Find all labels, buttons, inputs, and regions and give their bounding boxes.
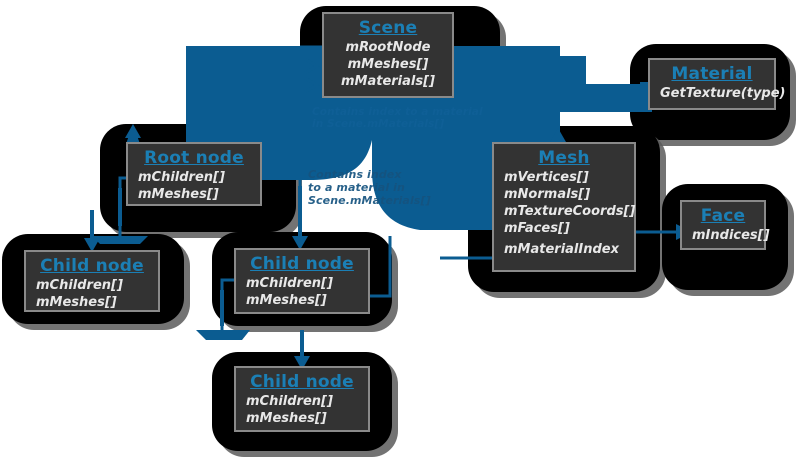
node-scene-field-0: mRootNode — [345, 40, 431, 55]
node-child-node-middle-field-1: mMeshes[] — [246, 293, 327, 308]
node-face[interactable]: Face mIndices[] — [680, 200, 770, 250]
node-mesh-field-2: mTextureCoords[] — [504, 204, 636, 219]
node-mesh[interactable]: Mesh mVertices[] mNormals[] mTextureCoor… — [492, 142, 636, 272]
node-material[interactable]: Material GetTexture(type) — [648, 58, 786, 110]
node-child-node-bottom[interactable]: Child node mChildren[] mMeshes[] — [234, 366, 370, 432]
node-child-node-bottom-field-0: mChildren[] — [246, 394, 333, 409]
node-child-node-left-title: Child node — [40, 256, 144, 276]
node-face-title: Face — [700, 206, 746, 226]
annotation-material-index: Contains index to a material in Scene.mM… — [312, 106, 483, 130]
node-child-node-left[interactable]: Child node mChildren[] mMeshes[] — [24, 250, 160, 312]
node-mesh-title: Mesh — [538, 148, 590, 168]
node-scene[interactable]: Scene mRootNode mMeshes[] mMaterials[] — [322, 12, 454, 98]
node-mesh-field-3: mFaces[] — [504, 221, 570, 236]
node-scene-field-2: mMaterials[] — [340, 74, 435, 89]
node-scene-field-1: mMeshes[] — [347, 57, 429, 72]
node-child-node-bottom-field-1: mMeshes[] — [246, 411, 327, 426]
node-child-node-middle[interactable]: Child node mChildren[] mMeshes[] — [234, 248, 370, 314]
node-child-node-bottom-title: Child node — [250, 372, 354, 392]
node-root-node[interactable]: Root node mChildren[] mMeshes[] — [126, 142, 262, 206]
node-mesh-field-4: mMaterialIndex — [504, 242, 619, 257]
node-root-node-title: Root node — [144, 148, 244, 168]
node-material-field-0: GetTexture(type) — [660, 86, 786, 101]
node-scene-title: Scene — [358, 18, 418, 38]
node-root-node-field-1: mMeshes[] — [138, 187, 219, 202]
node-child-node-middle-field-0: mChildren[] — [246, 276, 333, 291]
node-mesh-field-1: mNormals[] — [504, 187, 591, 202]
node-root-node-field-0: mChildren[] — [138, 170, 225, 185]
node-face-field-0: mIndices[] — [692, 228, 770, 243]
node-child-node-middle-title: Child node — [250, 254, 354, 274]
node-child-node-left-field-0: mChildren[] — [36, 278, 123, 293]
node-mesh-field-0: mVertices[] — [504, 170, 589, 185]
node-material-title: Material — [671, 64, 753, 84]
annotation-material-index-ghost: Contains index to a material in Scene.mM… — [308, 168, 431, 207]
node-child-node-left-field-1: mMeshes[] — [36, 295, 117, 310]
